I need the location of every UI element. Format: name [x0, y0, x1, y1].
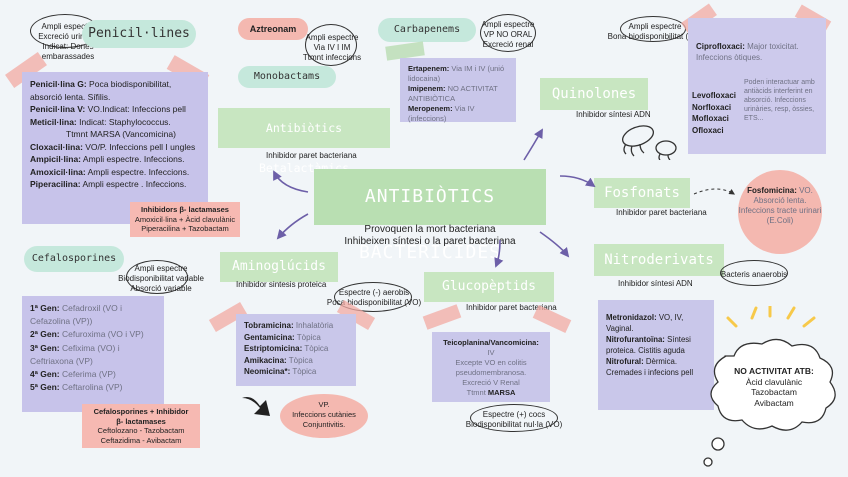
nitro-note: Bacteris anaerobis: [720, 270, 788, 279]
penicil-line-4: Cloxacil·lina: VO/P. Infeccions pell I u…: [30, 141, 196, 152]
quinolones-notes: Ampli espectre Bona biodisponibilitat (V…: [607, 22, 703, 41]
penicil-box: Penicil·lina G: Poca biodisponibilitat, …: [22, 72, 208, 224]
cefalo-notes: Ampli espectre Biodisponibilitat variabl…: [118, 264, 204, 293]
carbapenems-notes-oval: [480, 14, 536, 52]
gluco-line-mrsa: Ttmnt MARSA: [466, 388, 516, 397]
gluco-sub: Inhibidor paret bacteriana: [466, 303, 557, 312]
penicil-line-2: Meticil·lina: Indicat: Staphylococcus.: [30, 116, 171, 127]
fosfomicina-text: Fosfomicina: VO. Absorció lenta. Infecci…: [738, 186, 822, 225]
amino-notes-oval: [334, 282, 412, 312]
amino-line-3: Amikacina: Tòpica: [244, 355, 313, 365]
amino-line-1: Gentamicina: Tòpica: [244, 332, 321, 342]
carbapenems-line-0: Ertapenem: Via IM i IV (unió lidocaina): [408, 64, 505, 83]
amino-sub: Inhibidor sintesis proteica: [236, 280, 327, 289]
main-sub: Provoquen la mort bacteriana Inhibeixen …: [344, 224, 516, 247]
arrow-doodle-icon: [242, 397, 270, 416]
aztreonam-notes-oval: [305, 24, 357, 66]
penicil-line-1: Penicil·lina V: VO.Indicat: Infeccions p…: [30, 104, 186, 114]
penicil-line-7: Piperacilina: Ampli espectre . Infeccion…: [30, 179, 187, 189]
cefalo-notes-oval: [126, 260, 188, 294]
cefalo-line-1: 2ª Gen: Cefuroxima (VO i VP): [30, 329, 144, 340]
monobactams-title: Monobactams: [238, 66, 336, 88]
quinolones-desc: Poden interactuar amb antiàcids interfer…: [744, 79, 815, 122]
quinolones-cipro: Ciprofloxaci: Major toxicitat. Infeccion…: [696, 42, 799, 62]
penicil-inhibitors-note: Inhibidors β- lactamases Amoxicil·lina +…: [130, 202, 240, 237]
carbapenems-notes: Ampli espectre VP NO ORAL Excreció renal: [481, 20, 535, 49]
aztreonam-title: Aztreonam: [238, 18, 308, 40]
aztreonam-notes: Ampli espectre Via IV I IM Ttmnt infecci…: [302, 33, 362, 62]
cefalo-line-4: 5ª Gen: Ceftarolina (VP): [30, 382, 123, 393]
nitro-title: Nitroderivats: [594, 244, 724, 276]
nitro-box: Metronidazol: VO, IV, Vaginal. Nitrofura…: [598, 300, 714, 410]
quinolones-names: Levofloxaci Norfloxaci Mofloxaci Ofloxac…: [692, 91, 737, 135]
fosfomicina-circle: [738, 170, 822, 254]
cefalo-line-0: 1ª Gen: Cefadroxil (VO i Cefazolina (VP)…: [30, 303, 122, 327]
gluco-box: Teicoplanina/Vancomicina: IV Excepte VO …: [432, 332, 550, 402]
quinolones-sub: Inhibidor síntesi ADN: [576, 110, 651, 119]
gluco-notes-oval: [470, 404, 558, 432]
fosfonats-title: Fosfonats: [594, 178, 690, 208]
penicil-line-3: Ttmnt MARSA (Vancomicina): [66, 129, 176, 139]
main-title: ANTIBIÒTICS BACTERICIDES: [314, 169, 546, 263]
amino-pink-blob: [280, 394, 368, 438]
nitro-note-oval: [720, 260, 788, 286]
amino-pink-text: VP. Infeccions cutànies Conjuntivitis.: [292, 400, 356, 429]
gluco-line-0: Teicoplanina/Vancomicina: IV: [443, 338, 539, 357]
amino-line-0: Tobramicina: Inhalatòria: [244, 321, 334, 330]
betalact-sub: Inhibidor paret bacteriana: [266, 151, 357, 160]
cefalo-line-3: 4ª Gen: Ceferima (VP): [30, 369, 116, 380]
penicil-notes: Ampli espectre Excreció urinària Indicat…: [38, 22, 98, 61]
betalact-title: Antibiòtics Betalactàmics: [218, 108, 390, 175]
amino-title: Aminoglúcids: [220, 252, 338, 282]
cloud-text: NO ACTIVITAT ATB: Àcid clavulànic Tazoba…: [734, 366, 814, 408]
carbapenems-title: Carbapenems: [378, 18, 476, 42]
cefalo-inhibitors-note: Cefalosporines + Inhibidor β- lactamases…: [82, 404, 200, 448]
amino-notes: Espectre (-) aerobis Poca biodisponibili…: [326, 288, 422, 307]
gluco-title: Glucopèptids: [424, 272, 554, 302]
carbapenems-line-2: Meropenem: Via IV (infeccions): [408, 104, 475, 123]
penicil-title: Penicil·lines: [82, 20, 196, 48]
quinolones-box: Ciprofloxaci: Major toxicitat. Infeccion…: [688, 18, 826, 154]
carbapenems-box: Ertapenem: Via IM i IV (unió lidocaina) …: [400, 58, 516, 123]
cloud-shape: [703, 306, 836, 467]
bacteria-doodle: [622, 125, 677, 160]
nitro-sub: Inhibidor síntesi ADN: [618, 279, 693, 288]
nitro-line-2: Nitrofural: Dèrmica. Cremades i infecion…: [606, 357, 694, 377]
nitro-line-0: Metronidazol: VO, IV, Vaginal.: [606, 313, 684, 333]
nitro-line-1: Nitrofurantoïna: Síntesi proteica. Cisti…: [606, 335, 691, 355]
amino-box: Tobramicina: Inhalatòria Gentamicina: Tò…: [236, 314, 356, 386]
cefalo-title: Cefalosporines: [24, 246, 124, 272]
cefalo-line-2: 3ª Gen: Cefixima (VO) i Ceftriaxona (VP): [30, 342, 120, 366]
amino-line-2: Estriptomicina: Tòpica: [244, 344, 329, 354]
quinolones-title: Quinolones: [540, 78, 648, 110]
cefalo-box: 1ª Gen: Cefadroxil (VO i Cefazolina (VP)…: [22, 296, 164, 412]
penicil-line-6: Amoxicil·lina: Ampli espectre. Infeccion…: [30, 166, 190, 177]
gluco-notes: Espectre (+) cocs Biodisponibilitat nul·…: [465, 410, 563, 429]
amino-line-4: Neomicina*: Tòpica: [244, 367, 317, 377]
penicil-line-0: Penicil·lina G: Poca biodisponibilitat, …: [30, 79, 172, 102]
fosfonats-sub: Inhibidor paret bacteriana: [616, 208, 707, 217]
penicil-line-5: Ampicil·lina: Ampli espectre. Infeccions…: [30, 154, 185, 164]
carbapenems-line-1: Imipenem: NO ACTIVITAT ANTIBIÒTICA: [408, 84, 498, 103]
